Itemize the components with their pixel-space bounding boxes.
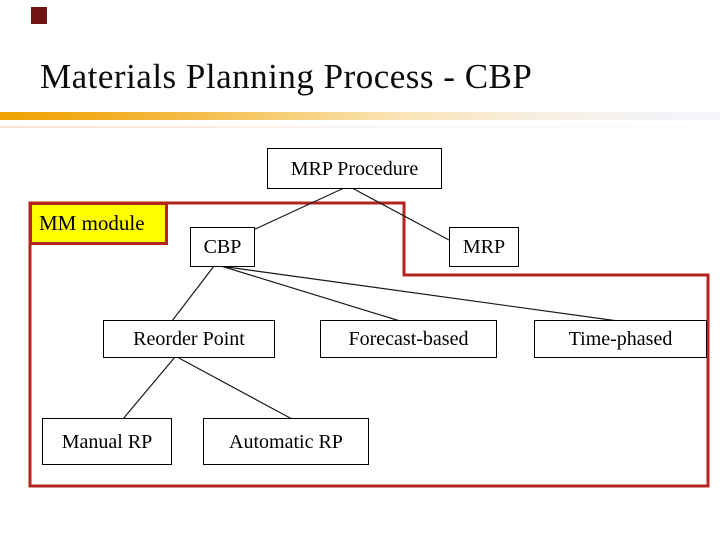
node-time-phased-label: Time-phased [568, 328, 673, 350]
node-forecast-based: Forecast-based [320, 320, 497, 358]
node-mrp-procedure: MRP Procedure [267, 148, 442, 189]
node-manual-rp-label: Manual RP [61, 430, 153, 453]
node-mrp-label: MRP [462, 236, 506, 258]
mm-region-outline [28, 201, 710, 488]
node-mrp: MRP [449, 227, 519, 267]
title-divider [0, 112, 720, 120]
title-divider-shadow [0, 126, 720, 128]
node-time-phased: Time-phased [534, 320, 707, 358]
tree-edges [122, 187, 619, 420]
node-cbp-label: CBP [203, 236, 242, 258]
node-mm-module: MM module [29, 202, 168, 245]
node-automatic-rp-label: Automatic RP [229, 430, 343, 453]
node-automatic-rp: Automatic RP [203, 418, 369, 465]
node-manual-rp: Manual RP [42, 418, 172, 465]
page-title: Materials Planning Process - CBP [40, 57, 533, 96]
node-reorder-point: Reorder Point [103, 320, 275, 358]
node-forecast-based-label: Forecast-based [348, 328, 469, 350]
node-mm-module-label: MM module [39, 211, 145, 235]
corner-accent-mark [31, 7, 47, 24]
node-cbp: CBP [190, 227, 255, 267]
node-reorder-point-label: Reorder Point [133, 328, 245, 350]
node-mrp-procedure-label: MRP Procedure [290, 157, 419, 180]
